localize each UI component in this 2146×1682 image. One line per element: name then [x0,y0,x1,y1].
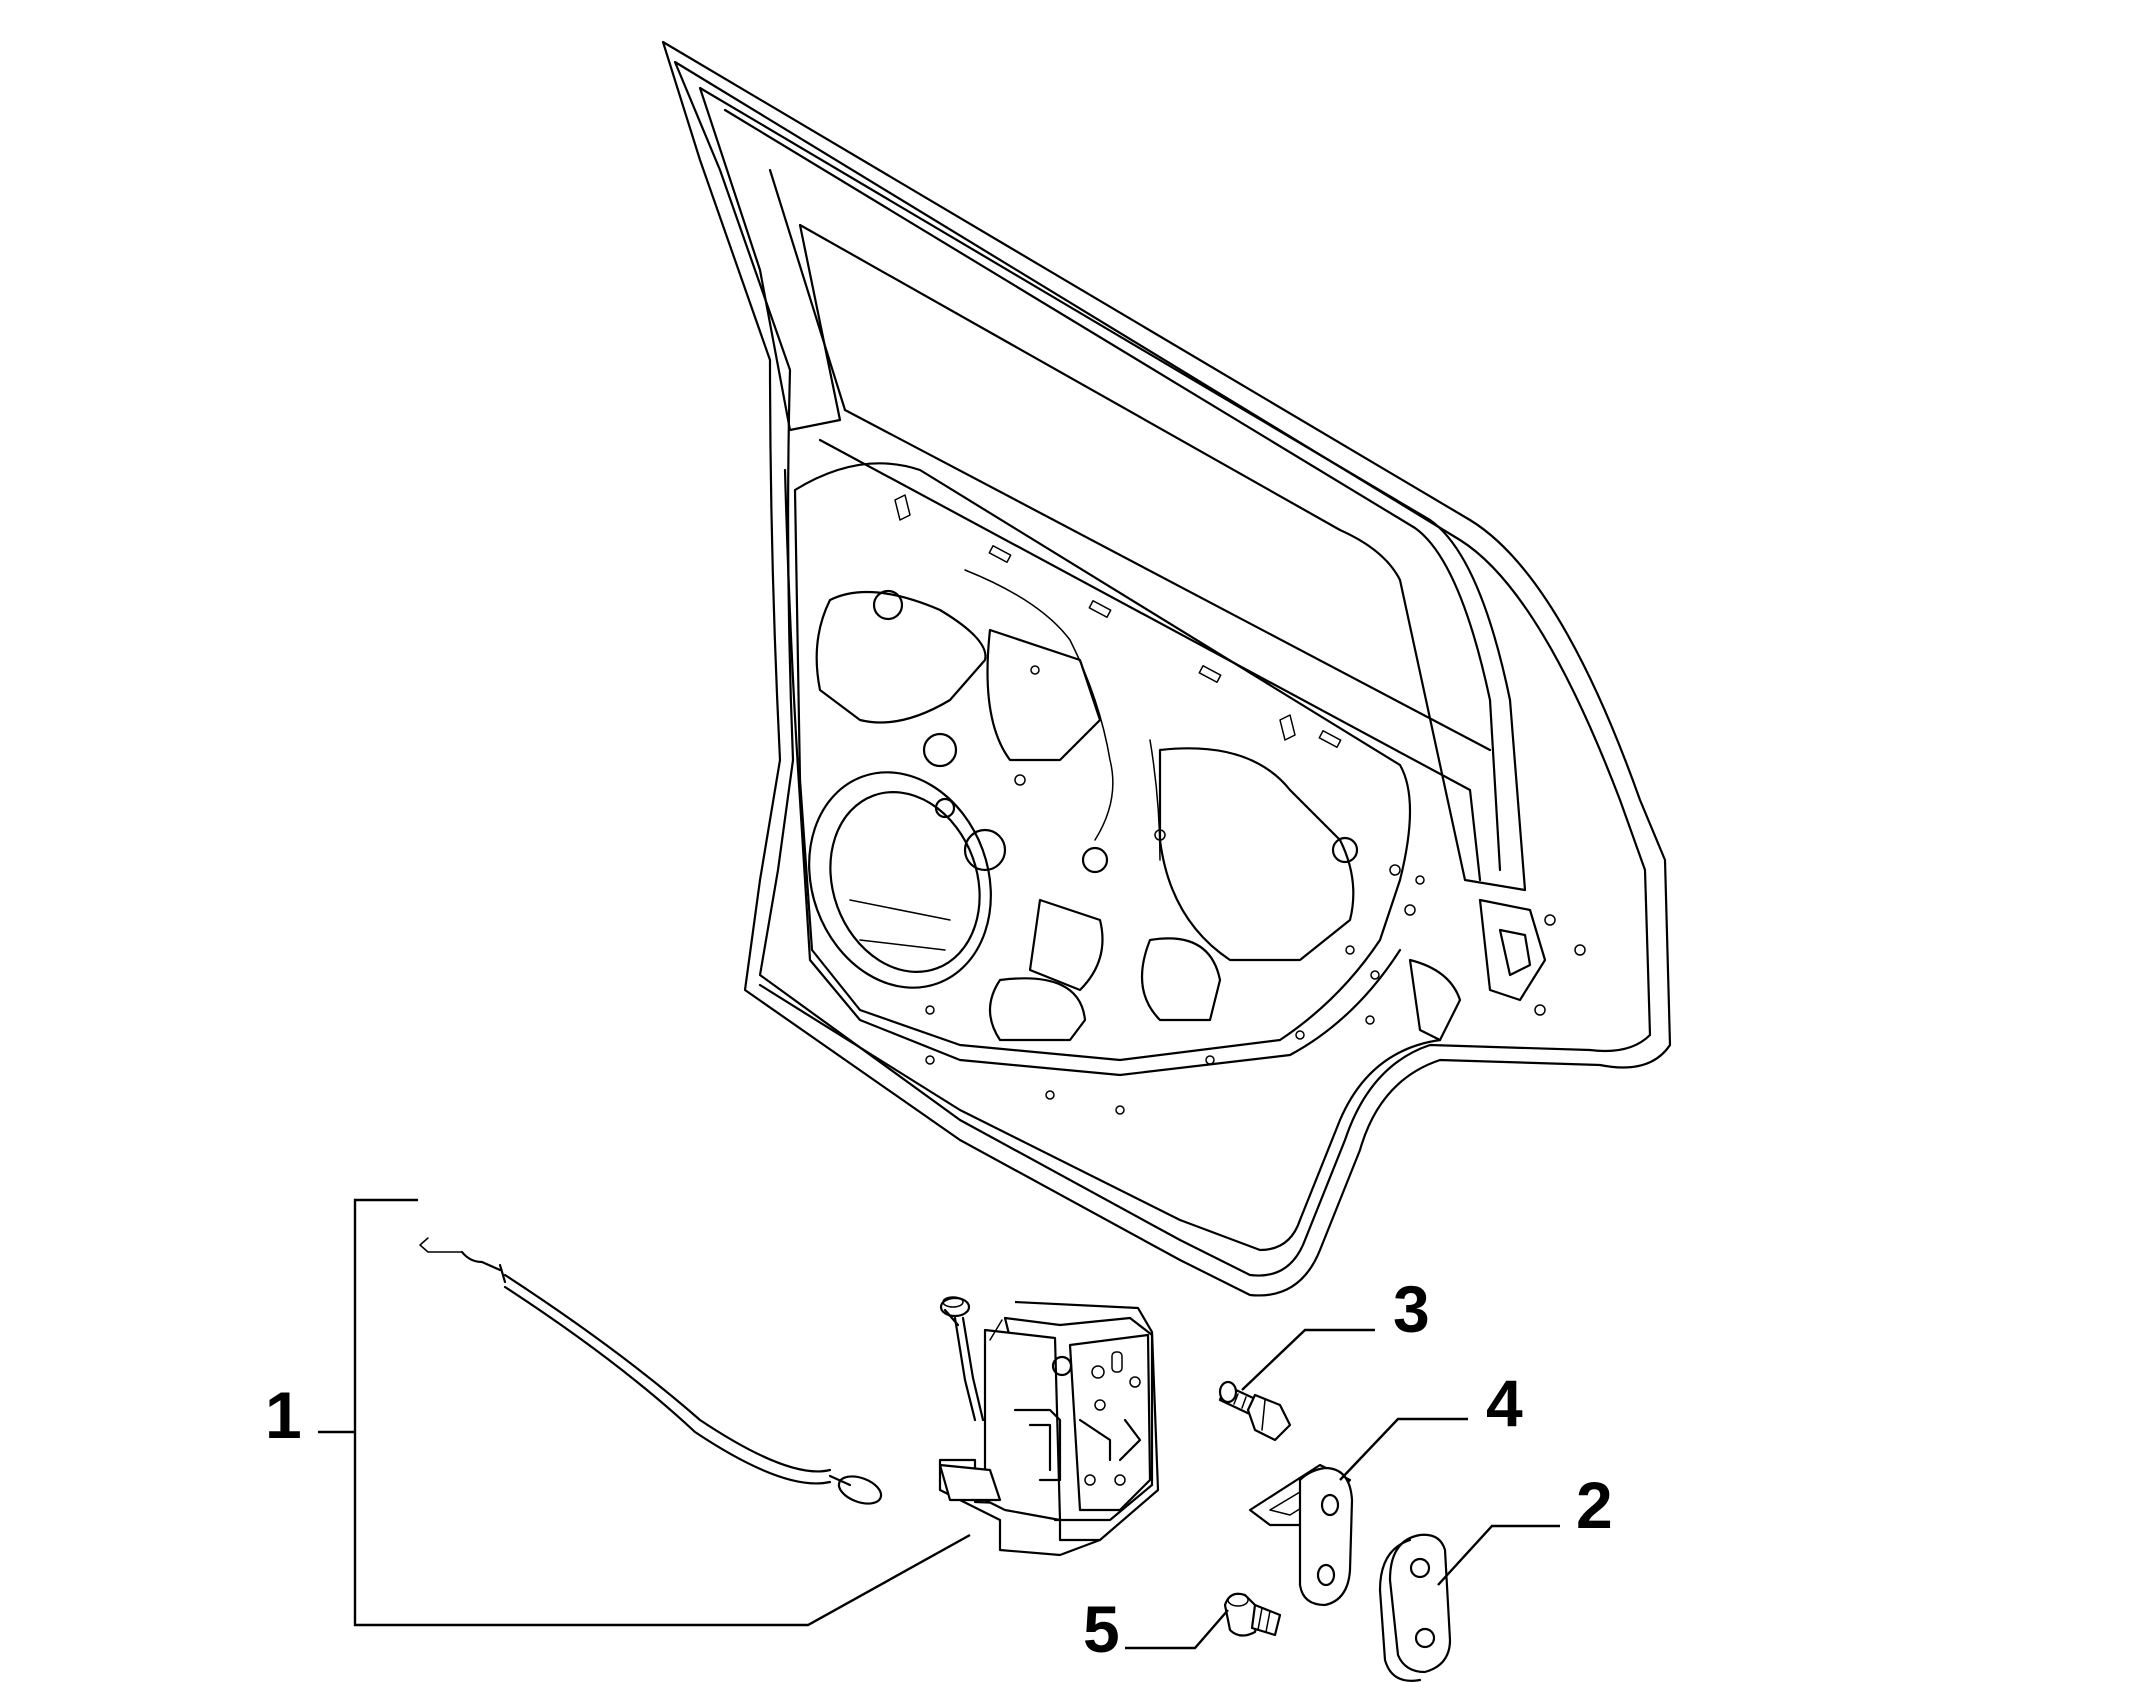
hex-bolt [1218,1380,1292,1442]
leader-2 [1437,1524,1560,1586]
leader-4 [1339,1417,1468,1481]
door-latch [938,1296,1160,1557]
callout-1: 1 [265,1378,302,1452]
striker-plate [1378,1533,1452,1682]
screw [1223,1592,1282,1637]
leader-5 [1125,1609,1229,1650]
callout-3: 3 [1393,1272,1430,1346]
callout-2: 2 [1576,1468,1613,1542]
striker [1248,1463,1354,1607]
callout-5: 5 [1083,1592,1120,1666]
callout-4: 4 [1486,1366,1523,1440]
leader-lines [318,1198,1560,1650]
rear-door-panel [661,40,1672,1297]
lock-release-cable [419,1237,883,1505]
leader-3 [1241,1328,1375,1391]
leader-1 [353,1198,971,1627]
